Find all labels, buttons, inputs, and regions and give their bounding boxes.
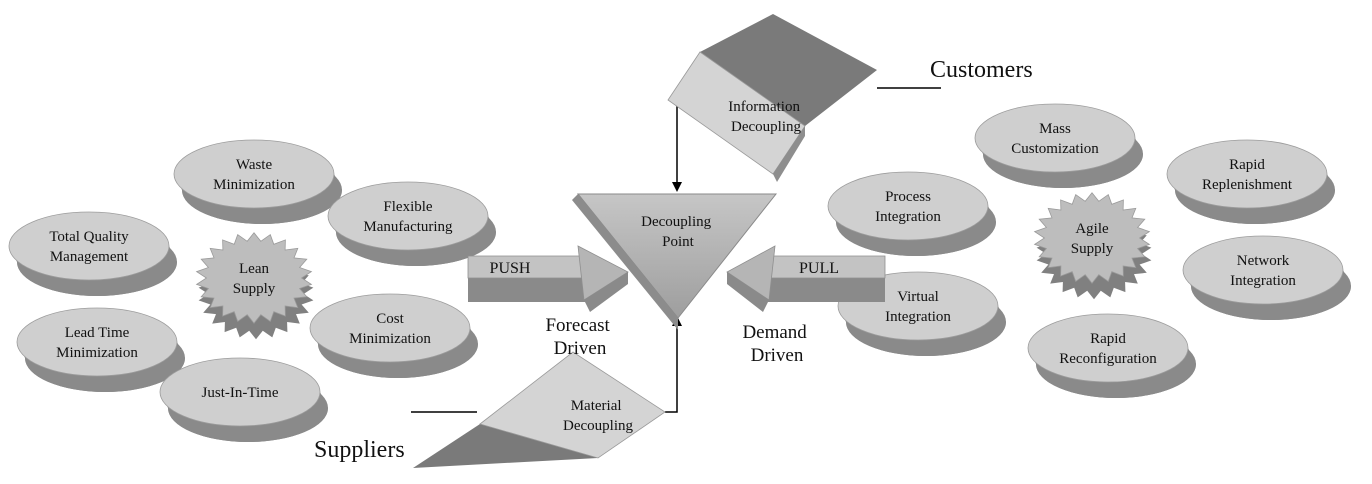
- svg-text:Material Decoupling: Material Decoupling: [563, 398, 633, 434]
- lean-supply-hub-label-line2: Supply: [233, 281, 276, 297]
- pull-label: PULL: [799, 260, 839, 277]
- material-decoupling-diamond: Material Decoupling: [413, 351, 666, 468]
- suppliers-label: Suppliers: [314, 437, 405, 463]
- network-integration-label-line2: Integration: [1230, 273, 1296, 289]
- network-integration-disk-top: [1182, 235, 1344, 305]
- cost-minimization-label-line2: Minimization: [349, 331, 431, 347]
- mass-customization-label-line1: Mass: [1039, 121, 1071, 137]
- lead-time-minimization-label-line1: Lead Time: [65, 325, 130, 341]
- material-decoupling-label-line1: Material: [571, 398, 622, 414]
- just-in-time-disk-top: [159, 357, 321, 427]
- rapid-replenishment-label-line2: Replenishment: [1202, 177, 1293, 193]
- total-quality-management-disk-top: [8, 211, 170, 281]
- decoupling-point-label-line2: Point: [662, 234, 695, 250]
- total-quality-management-label-line2: Management: [50, 249, 129, 265]
- decoupling-point: Decoupling Point: [572, 193, 778, 330]
- decoupling-point-label-line1: Decoupling: [641, 214, 711, 230]
- flexible-manufacturing-disk-top: [327, 181, 489, 251]
- demand-driven-label-line1: Demand: [742, 322, 807, 343]
- total-quality-management-label-line1: Total Quality: [49, 229, 129, 245]
- rapid-reconfiguration-disk-top: [1027, 313, 1189, 383]
- pull-arrow: PULL: [726, 245, 886, 312]
- information-decoupling-diamond: Information Decoupling: [667, 14, 877, 182]
- process-integration-disk-top: [827, 171, 989, 241]
- svg-text:Demand Driven: Demand Driven: [742, 322, 811, 366]
- process-integration-label-line1: Process: [885, 189, 931, 205]
- virtual-integration-label-line1: Virtual: [897, 289, 939, 305]
- lean-supply-hub-label-line1: Lean: [239, 261, 269, 277]
- rapid-replenishment-label-line1: Rapid: [1229, 157, 1265, 173]
- network-integration-label-line1: Network: [1237, 253, 1290, 269]
- virtual-integration-label-line2: Integration: [885, 309, 951, 325]
- waste-minimization-label-line1: Waste: [236, 157, 273, 173]
- customers-label: Customers: [930, 57, 1033, 83]
- mass-customization-disk-top: [974, 103, 1136, 173]
- material-to-decoupling-arrow: [665, 316, 682, 413]
- rapid-replenishment-disk-top: [1166, 139, 1328, 209]
- agile-supply-hub-label-line2: Supply: [1071, 241, 1114, 257]
- svg-text:Information Decoupling: Information Decoupling: [728, 99, 803, 135]
- flexible-manufacturing-label-line2: Manufacturing: [363, 219, 453, 235]
- just-in-time-node: Just-In-Time: [159, 357, 328, 442]
- process-integration-label-line2: Integration: [875, 209, 941, 225]
- rapid-reconfiguration-label-line1: Rapid: [1090, 331, 1126, 347]
- material-decoupling-label-line2: Decoupling: [563, 418, 633, 434]
- agile-supply-hub-label-line1: Agile: [1075, 221, 1109, 237]
- push-label: PUSH: [490, 260, 531, 277]
- flexible-manufacturing-label-line1: Flexible: [383, 199, 433, 215]
- just-in-time-label-line1: Just-In-Time: [202, 385, 279, 401]
- cost-minimization-disk-top: [309, 293, 471, 363]
- push-arrow: PUSH: [467, 245, 629, 312]
- svg-text:Forecast Driven: Forecast Driven: [545, 315, 614, 359]
- information-decoupling-label-line1: Information: [728, 99, 800, 115]
- lean-supply-gear-face: [195, 232, 313, 324]
- mass-customization-label-line2: Customization: [1011, 141, 1099, 157]
- just-in-time-label: Just-In-Time: [202, 385, 279, 401]
- information-decoupling-label-line2: Decoupling: [731, 119, 801, 135]
- forecast-driven-label-line2: Driven: [554, 338, 607, 359]
- rapid-reconfiguration-label-line2: Reconfiguration: [1059, 351, 1157, 367]
- waste-minimization-label-line2: Minimization: [213, 177, 295, 193]
- lead-time-minimization-disk-top: [16, 307, 178, 377]
- cost-minimization-label-line1: Cost: [376, 311, 404, 327]
- demand-driven-label-line2: Driven: [751, 345, 804, 366]
- lead-time-minimization-label-line2: Minimization: [56, 345, 138, 361]
- waste-minimization-disk-top: [173, 139, 335, 209]
- forecast-driven-label-line1: Forecast: [545, 315, 610, 336]
- agile-supply-gear-face: [1033, 192, 1151, 284]
- svg-text:Decoupling Point: Decoupling Point: [641, 214, 715, 250]
